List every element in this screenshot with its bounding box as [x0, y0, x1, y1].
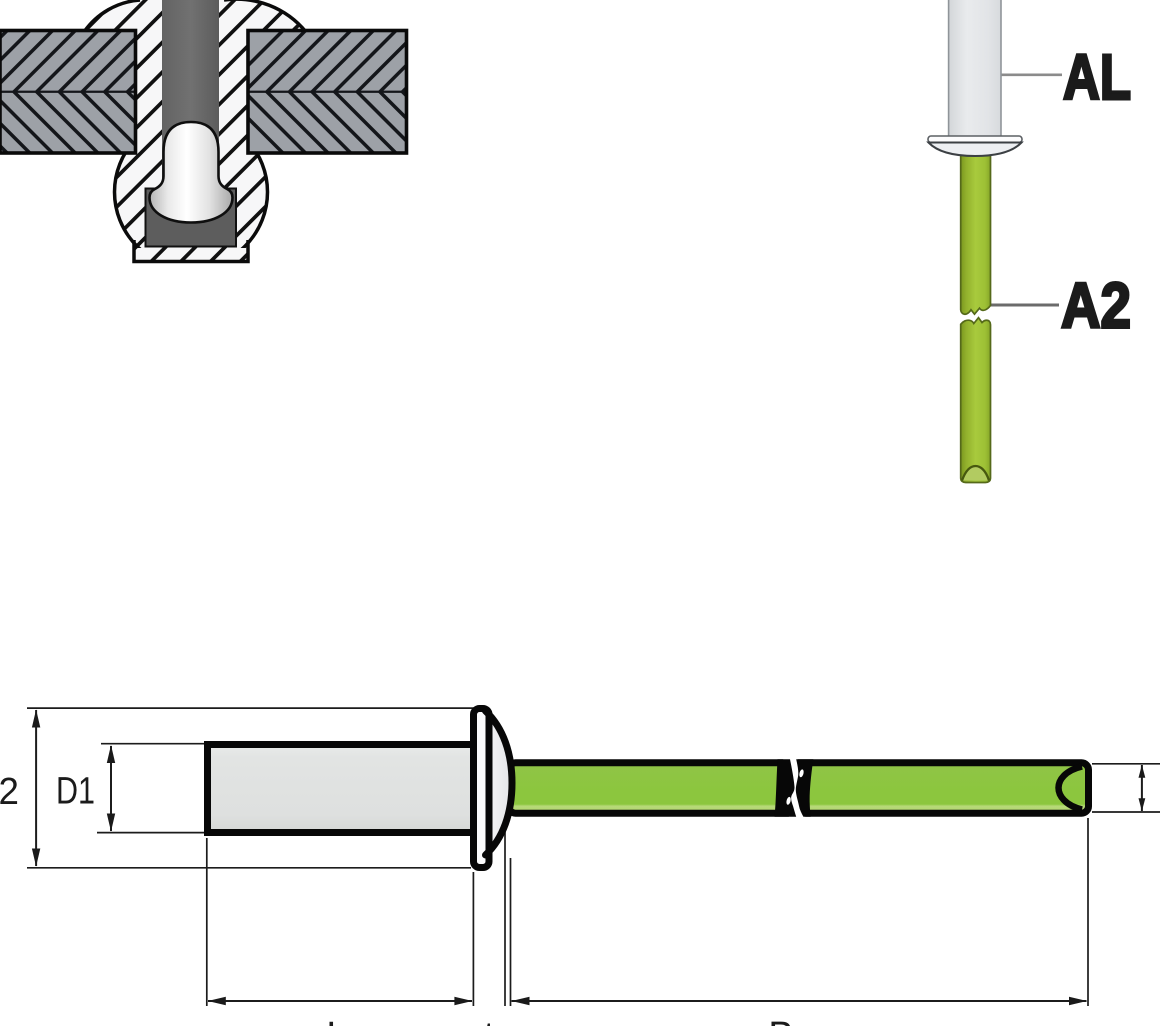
- svg-text:A2: A2: [1061, 270, 1131, 342]
- svg-text:D2: D2: [0, 771, 19, 813]
- svg-text:D1: D1: [56, 771, 95, 813]
- svg-text:L: L: [326, 1015, 347, 1026]
- svg-text:AL: AL: [1063, 41, 1131, 113]
- svg-text:t: t: [484, 1015, 495, 1026]
- svg-text:B: B: [768, 1015, 793, 1026]
